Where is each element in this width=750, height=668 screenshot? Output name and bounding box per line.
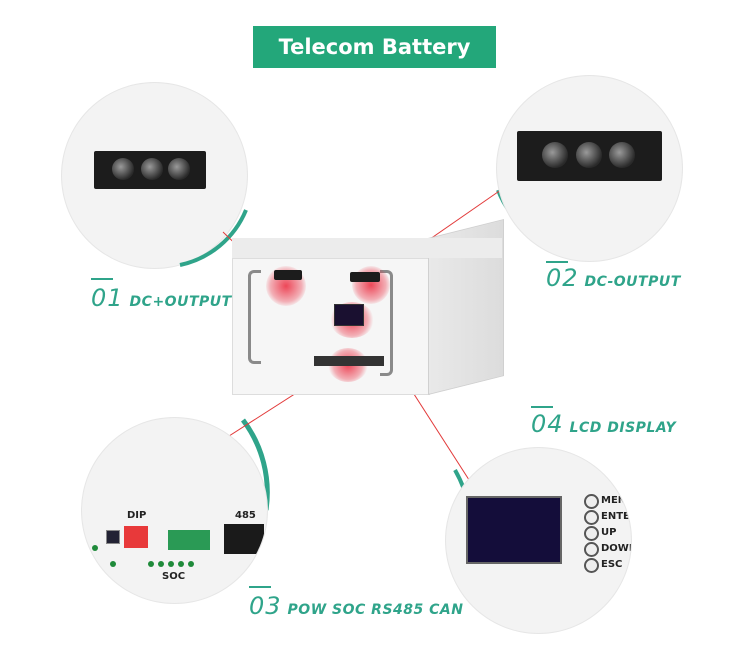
- callout-text: POW SOC RS485 CAN: [287, 602, 464, 618]
- callout-01: 01 DC+OUTPUT: [91, 284, 232, 312]
- callout-number: 02: [546, 264, 579, 292]
- up-button-icon: [584, 526, 599, 541]
- dip-label: DIP: [127, 510, 147, 521]
- callout-04: 04 LCD DISPLAY: [531, 410, 676, 438]
- battery-top-panel: [232, 238, 502, 258]
- callout-04-rule: [531, 406, 553, 408]
- dc-plus-zoom-circle: [62, 83, 247, 268]
- ports-zoom-circle: DIP 485 SOC: [82, 418, 267, 603]
- port-485-label: 485: [235, 510, 256, 521]
- lcd-button-label: MENU: [601, 495, 631, 506]
- callout-01-rule: [91, 278, 113, 280]
- callout-number: 03: [249, 592, 282, 620]
- lcd-button-label: DOWN: [601, 543, 631, 554]
- esc-button-icon: [584, 558, 599, 573]
- callout-03-rule: [249, 586, 271, 588]
- soc-led: [158, 561, 164, 567]
- soc-led: [148, 561, 154, 567]
- power-button: [106, 530, 120, 544]
- lcd-screen: [466, 496, 562, 564]
- mini-port-strip: [314, 356, 384, 366]
- terminal-screw: [112, 158, 134, 180]
- rs485-port: [224, 524, 264, 554]
- enter-button-icon: [584, 510, 599, 525]
- callout-02: 02 DC-OUTPUT: [546, 264, 681, 292]
- mini-lcd-screen: [334, 304, 364, 326]
- terminal-screw: [542, 142, 568, 168]
- lcd-button-label: ESC: [601, 559, 623, 570]
- callout-number: 04: [531, 410, 564, 438]
- menu-button-icon: [584, 494, 599, 509]
- lcd-button-label: UP: [601, 527, 617, 538]
- lcd-button-label: ENTER: [601, 511, 631, 522]
- soc-led: [188, 561, 194, 567]
- soc-led: [168, 561, 174, 567]
- soc-led: [178, 561, 184, 567]
- terminal-screw: [609, 142, 635, 168]
- terminal-screw: [141, 158, 163, 180]
- left-handle: [248, 270, 261, 364]
- page-title: Telecom Battery: [253, 26, 496, 68]
- mini-dc-minus-terminal: [350, 272, 380, 282]
- terminal-screw: [576, 142, 602, 168]
- green-terminal-block: [168, 530, 210, 550]
- callout-text: LCD DISPLAY: [569, 420, 677, 436]
- callout-02-rule: [546, 261, 568, 263]
- terminal-screw: [168, 158, 190, 180]
- callout-number: 01: [91, 284, 124, 312]
- callout-text: DC-OUTPUT: [584, 274, 681, 290]
- soc-label: SOC: [162, 571, 186, 582]
- status-led: [92, 545, 98, 551]
- dip-switch: [124, 526, 148, 548]
- lcd-zoom-circle: MENU ENTER UP DOWN ESC: [446, 448, 631, 633]
- down-button-icon: [584, 542, 599, 557]
- callout-03: 03 POW SOC RS485 CAN: [249, 592, 463, 620]
- callout-text: DC+OUTPUT: [129, 294, 232, 310]
- right-handle: [380, 270, 393, 376]
- status-led: [110, 561, 116, 567]
- dc-minus-zoom-circle: [497, 76, 682, 261]
- mini-dc-plus-terminal: [274, 270, 302, 280]
- battery-unit: [232, 219, 504, 398]
